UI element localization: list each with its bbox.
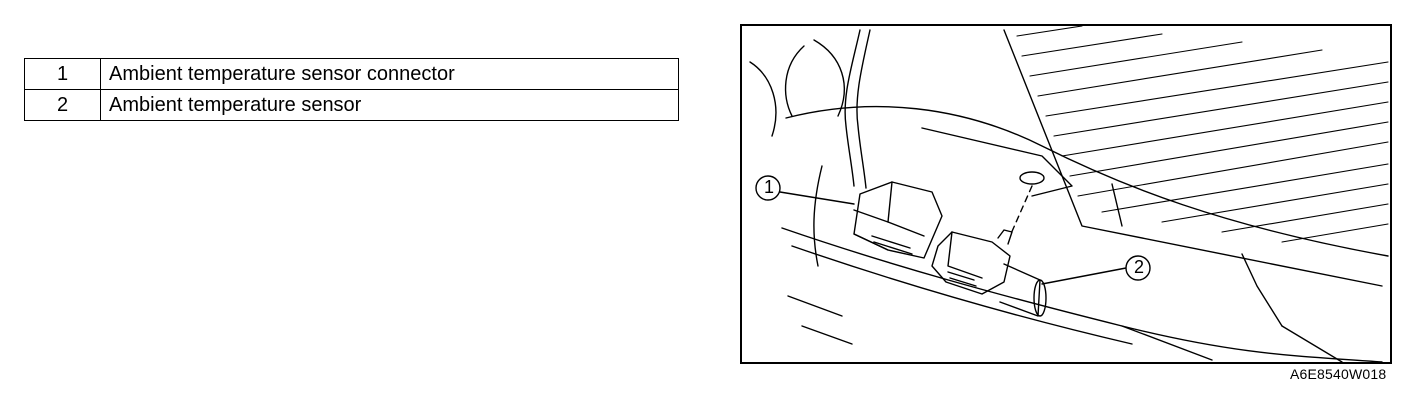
legend-description: Ambient temperature sensor	[100, 89, 679, 121]
parts-legend-table: 1 Ambient temperature sensor connector 2…	[24, 58, 679, 121]
legend-description: Ambient temperature sensor connector	[100, 58, 679, 90]
legend-row: 2 Ambient temperature sensor	[24, 89, 679, 121]
connector-part	[853, 181, 943, 259]
legend-row: 1 Ambient temperature sensor connector	[24, 58, 679, 90]
sensor-part	[931, 229, 1047, 317]
callout-1: 1	[763, 177, 774, 197]
legend-number: 2	[24, 89, 101, 121]
sensor-illustration: 1 2	[740, 24, 1392, 364]
figure-code: A6E8540W018	[1290, 366, 1387, 382]
callout-2: 2	[1133, 257, 1144, 277]
legend-number: 1	[24, 58, 101, 90]
windshield-hatching	[1016, 26, 1389, 243]
